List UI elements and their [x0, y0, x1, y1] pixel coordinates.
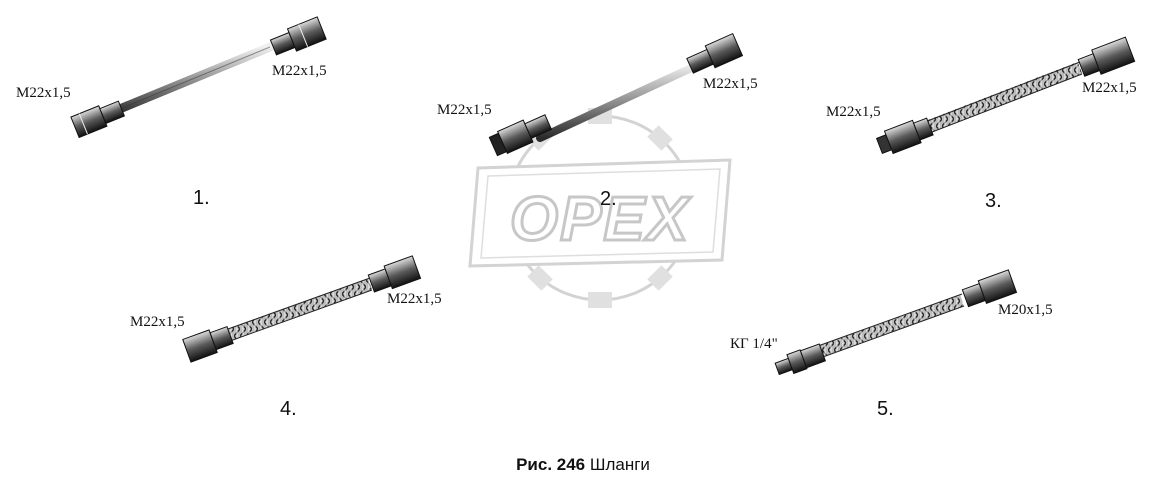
hose-5-end-a-label: КГ 1/4"	[730, 336, 778, 352]
hose-3-number: 3.	[985, 190, 1002, 212]
figure-number: Рис. 246	[516, 455, 586, 474]
hose-3-end-a-label: M22x1,5	[826, 104, 881, 120]
watermark-badge	[468, 158, 732, 268]
hose-2-end-b-label: M22x1,5	[703, 76, 758, 92]
hose-4	[182, 255, 422, 363]
hose-4-end-a-label: M22x1,5	[130, 314, 185, 330]
hose-1	[70, 16, 327, 139]
watermark-logo: OPEX	[468, 108, 732, 308]
hose-1-end-a-label: M22x1,5	[16, 85, 71, 101]
watermark-text: OPEX	[510, 185, 692, 254]
figure-caption: Рис. 246 Шланги	[0, 455, 1166, 475]
hose-3-end-b-label: M22x1,5	[1082, 80, 1137, 96]
hose-2-number: 2.	[600, 188, 617, 210]
hose-1-number: 1.	[193, 187, 210, 209]
hose-2-end-a-label: M22x1,5	[437, 102, 492, 118]
hose-4-number: 4.	[280, 398, 297, 420]
hose-3	[875, 36, 1136, 155]
hose-4-end-b-label: M22x1,5	[387, 291, 442, 307]
hose-5	[774, 269, 1018, 376]
hose-5-end-b-label: M20x1,5	[998, 302, 1053, 318]
hose-5-number: 5.	[877, 398, 894, 420]
figure-title: Шланги	[589, 455, 650, 474]
hose-2	[488, 32, 744, 157]
hose-1-end-b-label: M22x1,5	[272, 63, 327, 79]
